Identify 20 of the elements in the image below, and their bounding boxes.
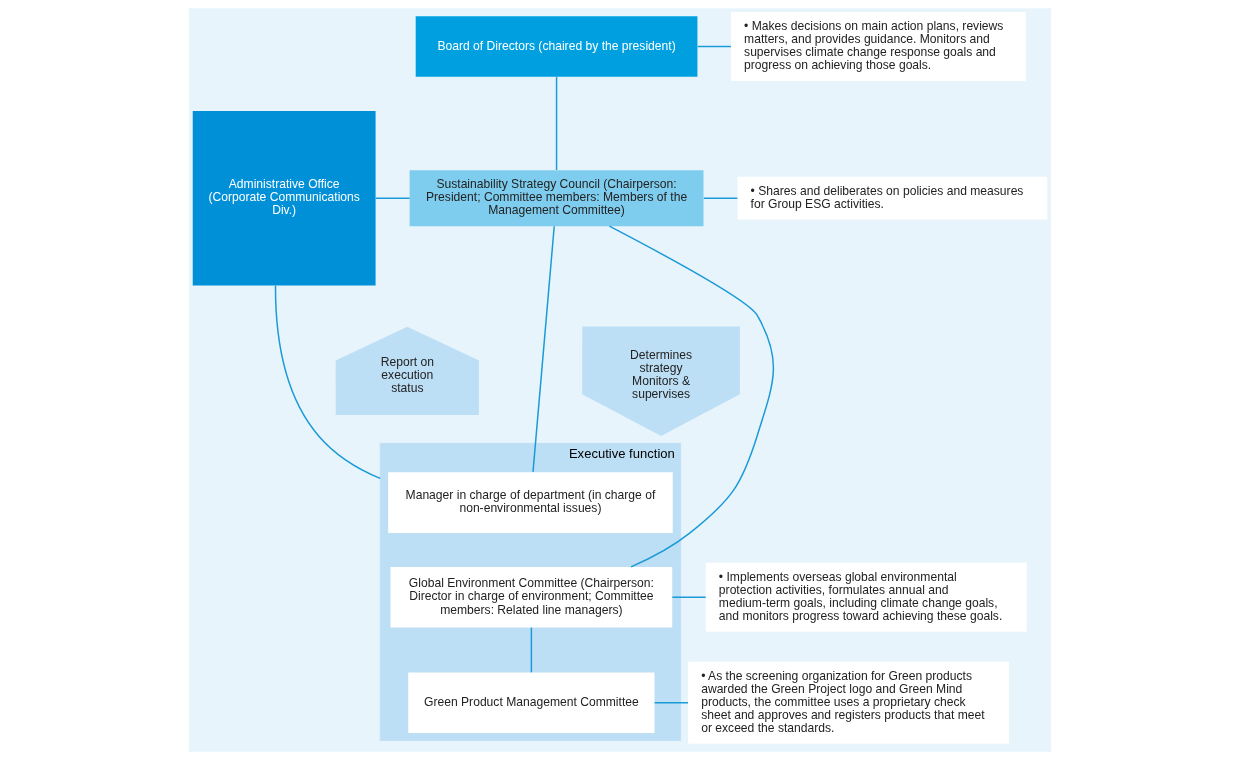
connector (671, 596, 706, 599)
connector (374, 197, 410, 199)
connector (530, 626, 532, 674)
node-box: Manager in charge of department (in charge of non-environmental issues) (387, 472, 673, 533)
node-box: Administrative Office (Corporate Communications Div.) (192, 110, 376, 286)
node-box: • Makes decisions on main action plans, reviews matters, and provides guidance. Monitors and supervises climate change response goals and progress on achieving those goals. (730, 12, 1026, 82)
node-box: Board of Directors (chaired by the president) (415, 16, 697, 77)
node-box: • As the screening organization for Green products awarded the Green Project logo and Green Mind products, the committee uses a proprietary check sheet and approves and registers products that meet or exceed the standards. (687, 661, 1009, 744)
connector (555, 76, 557, 171)
node-box: Green Product Management Committee (407, 672, 654, 734)
node-box: • Implements overseas global environmental protection activities, formulates annual and medium-term goals, including climate change goals, and monitors progress toward achieving these goals. (705, 562, 1027, 632)
connector (653, 701, 689, 704)
node-box: Sustainability Strategy Council (Chairperson: President; Committee members: Members of the Management Committee) (409, 170, 703, 227)
node-box: Global Environment Committee (Chairperson: Director in charge of environment; Committee members: Related line managers) (390, 567, 672, 628)
connector (702, 197, 738, 199)
node-box: • Shares and deliberates on policies and measures for Group ESG activities. (737, 176, 1047, 220)
connector (531, 225, 555, 473)
connector (696, 45, 732, 48)
connector (274, 284, 381, 480)
connector (608, 225, 774, 568)
